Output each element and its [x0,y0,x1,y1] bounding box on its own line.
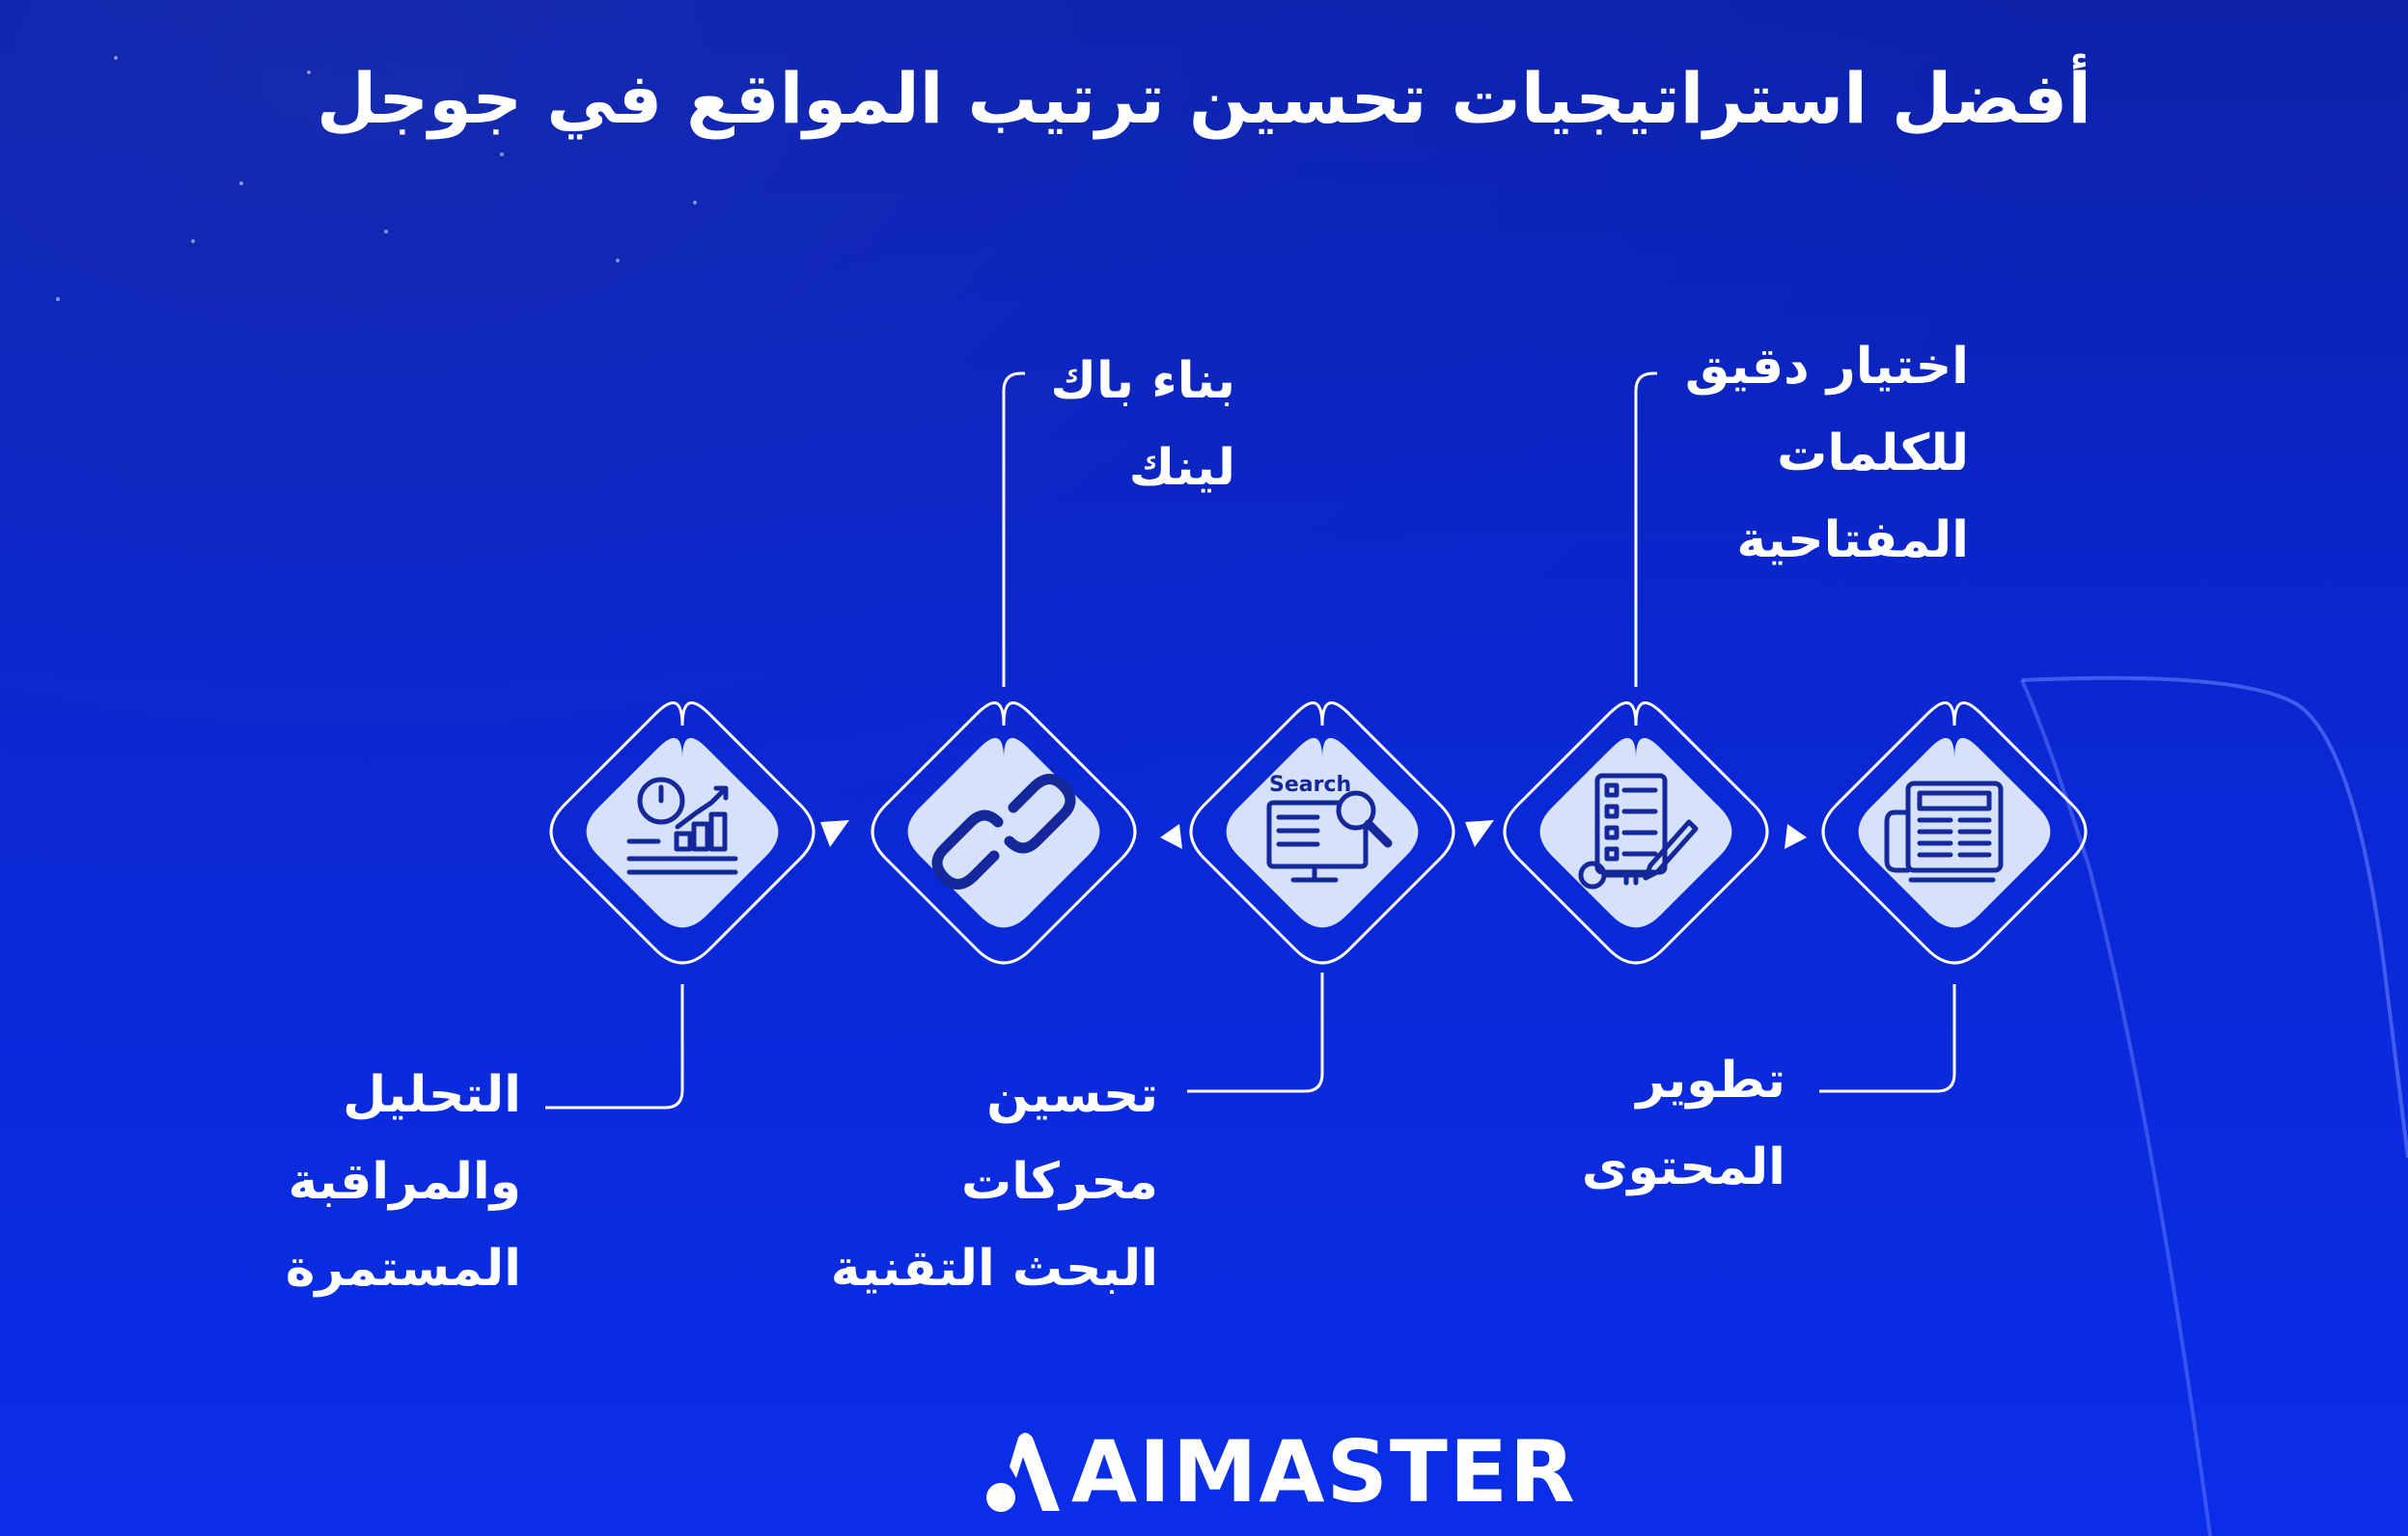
connector-content [1819,984,1956,1093]
connector-analytics [545,984,684,1110]
arrow-keywords [1785,824,1807,849]
star-dots [56,56,697,301]
step-backlinks [871,701,1137,965]
label-analytics-line: المستمرة [285,1240,521,1298]
diamond-outline [1189,701,1455,965]
brand-logo: AIMASTER [984,1413,1577,1529]
label-analytics-line: والمراقبة [288,1153,521,1211]
label-technical-line: البحث التقنية [830,1240,1158,1298]
label-backlinks: بناء باك لينك [1050,338,1235,511]
label-content-line: المحتوى [1581,1138,1785,1196]
label-keywords-line: المفتاحية [1736,511,1969,569]
label-keywords: اختيار دقيق للكلمات المفتاحية [1685,323,1969,584]
link-icon [931,774,1076,890]
page-title: أفضل استراتيجيات تحسين ترتيب المواقع في … [316,58,2092,139]
label-technical: تحسين محركات البحث التقنية [831,1052,1158,1312]
label-content-line: تطوير [1636,1052,1785,1110]
step-content [1821,701,2088,965]
label-keywords-line: للكلمات [1777,425,1969,482]
arrow-analytics [820,820,849,847]
diamond-fill [1858,737,2051,928]
newspaper-icon [1884,781,2004,883]
checklist-key-icon [1578,773,1699,890]
decorative-curve-2 [2020,679,2212,1536]
arrow-backlinks [1160,824,1182,849]
step-analytics [549,701,816,965]
connector-technical [1187,973,1324,1093]
diamond-outline [549,701,816,965]
step-technical-seo: Search [1189,701,1455,965]
search-word: Search [1269,773,1351,797]
aimaster-logo-icon [986,1433,1060,1512]
label-technical-line: تحسين [986,1066,1158,1124]
label-backlinks-line: لينك [1128,439,1235,497]
logo-text: AIMASTER [1071,1421,1577,1522]
label-analytics-line: التحليل [343,1066,521,1124]
diamond-fill [1226,737,1419,928]
connector-keywords [1634,371,1657,687]
analytics-dashboard-icon [626,777,738,875]
label-backlinks-line: بناء باك [1050,352,1235,410]
connector-backlinks [1002,371,1025,687]
search-monitor-icon: Search [1266,773,1393,883]
label-keywords-line: اختيار دقيق [1684,338,1969,396]
diamond-outline [1503,701,1769,965]
step-keywords [1503,701,1769,965]
arrow-technical [1465,820,1494,847]
label-technical-line: محركات [960,1153,1158,1211]
label-content: تطوير المحتوى [1582,1037,1785,1211]
decorative-curve [2021,675,2408,1159]
label-analytics: التحليل والمراقبة المستمرة [286,1052,521,1312]
diamond-outline [871,701,1137,965]
diamond-outline [1821,701,2088,965]
